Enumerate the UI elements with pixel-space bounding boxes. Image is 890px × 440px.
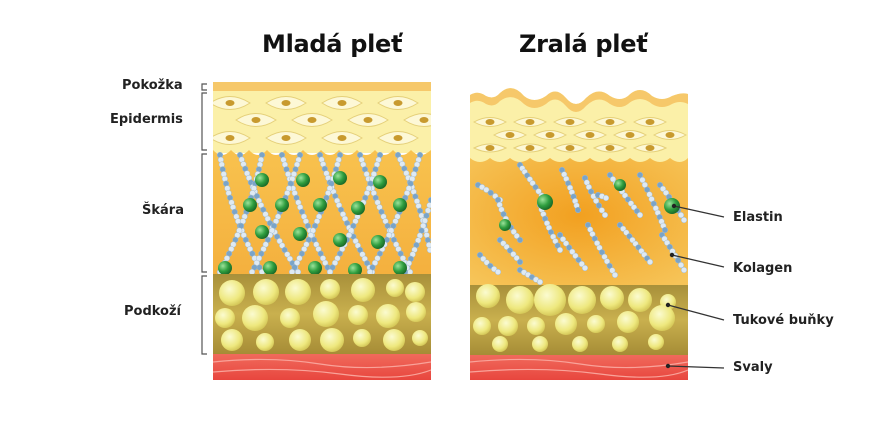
old-surface xyxy=(470,88,688,112)
label-kolagen: Kolagen xyxy=(733,261,793,276)
title-young-skin: Mladá pleť xyxy=(262,30,403,58)
label-pokozka: Pokožka xyxy=(122,78,183,93)
young-surface xyxy=(213,82,431,91)
title-mature-skin: Zralá pleť xyxy=(519,30,648,58)
label-tukove-bunky: Tukové buňky xyxy=(733,313,834,328)
layer-brackets xyxy=(201,83,207,355)
leader-lines xyxy=(667,205,725,369)
label-elastin: Elastin xyxy=(733,210,783,225)
label-podkozi: Podkoží xyxy=(124,304,182,319)
label-epidermis: Epidermis xyxy=(110,112,183,127)
label-svaly: Svaly xyxy=(733,360,773,375)
old-dermis xyxy=(470,158,688,286)
label-skara: Škára xyxy=(142,203,184,218)
